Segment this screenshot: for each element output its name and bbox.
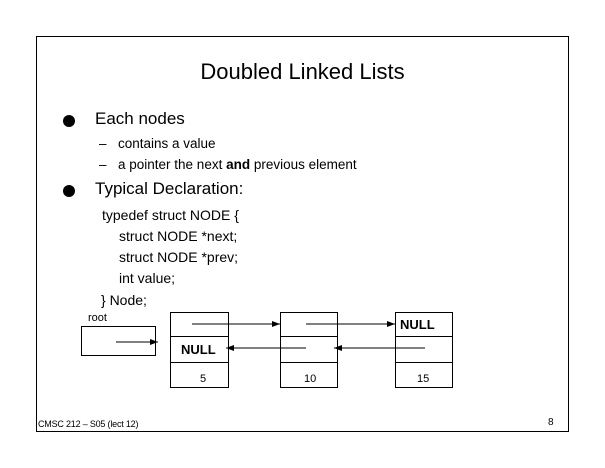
sub-text-pre: a pointer the next: [118, 157, 227, 172]
code-line: typedef struct NODE {: [102, 207, 239, 223]
code-line: struct NODE *next;: [119, 228, 238, 244]
footer-course-label: CMSC 212 – S05 (lect 12): [38, 419, 139, 429]
sub-text-post: previous element: [250, 157, 357, 172]
sub-item-value: contains a value: [118, 136, 216, 151]
bullet-icon: [63, 115, 75, 127]
code-line: struct NODE *prev;: [119, 249, 239, 265]
root-label: root: [88, 312, 107, 324]
page-number: 8: [548, 417, 554, 428]
sub-text-bold: and: [226, 157, 251, 172]
code-line: int value;: [119, 270, 176, 286]
node-value: 10: [304, 373, 317, 385]
bullet-icon: [63, 185, 75, 197]
sub-item-pointer: a pointer the next and previous element: [118, 157, 357, 172]
null-label: NULL: [181, 342, 216, 357]
node-divider: [280, 362, 338, 363]
node-value: 15: [417, 373, 430, 385]
sub-dash: –: [99, 157, 107, 172]
bullet-each-nodes: Each nodes: [95, 109, 185, 128]
code-line: } Node;: [101, 292, 147, 308]
node-divider: [395, 362, 453, 363]
slide-title: Doubled Linked Lists: [200, 59, 405, 84]
slide-frame: [36, 36, 569, 432]
node-divider: [170, 336, 229, 337]
node-value: 5: [200, 373, 207, 385]
null-label: NULL: [400, 317, 435, 332]
node-divider: [280, 336, 338, 337]
bullet-typical-declaration: Typical Declaration:: [95, 179, 244, 198]
node-divider: [395, 336, 453, 337]
node-divider: [170, 362, 229, 363]
sub-dash: –: [99, 136, 107, 151]
node-box: [395, 312, 453, 388]
